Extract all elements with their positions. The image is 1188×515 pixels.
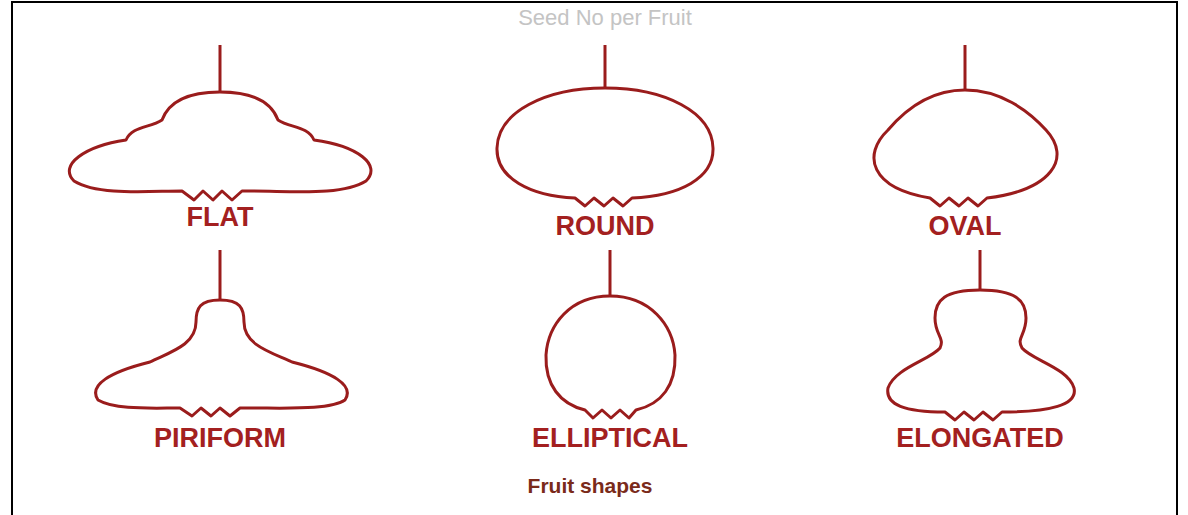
- frame-border: [12, 2, 1177, 515]
- shape-name-label: PIRIFORM: [154, 424, 286, 454]
- faint-heading-label: Seed No per Fruit: [518, 6, 692, 30]
- fruit-stalk: [609, 250, 612, 296]
- fruit-stalk: [964, 45, 967, 90]
- round-fruit-outline: [497, 88, 713, 206]
- shape-name-label: ELLIPTICAL: [532, 424, 688, 454]
- shape-name-label: FLAT: [187, 203, 254, 233]
- fruit-stalk: [604, 45, 607, 88]
- elliptical-fruit-outline: [546, 296, 675, 418]
- elongated-fruit-outline: [888, 290, 1075, 420]
- fruit-stalk: [219, 45, 222, 92]
- shape-name-label: ROUND: [556, 212, 655, 242]
- flat-fruit-outline: [69, 92, 371, 200]
- piriform-fruit-outline: [96, 300, 348, 416]
- frame: [12, 2, 1177, 515]
- fruit-stalk: [979, 250, 982, 290]
- oval-fruit-outline: [874, 90, 1057, 206]
- fruit-stalk: [219, 250, 222, 300]
- shape-name-label: OVAL: [929, 212, 1002, 242]
- shape-name-label: ELONGATED: [896, 424, 1064, 454]
- figure-caption: Fruit shapes: [528, 474, 653, 497]
